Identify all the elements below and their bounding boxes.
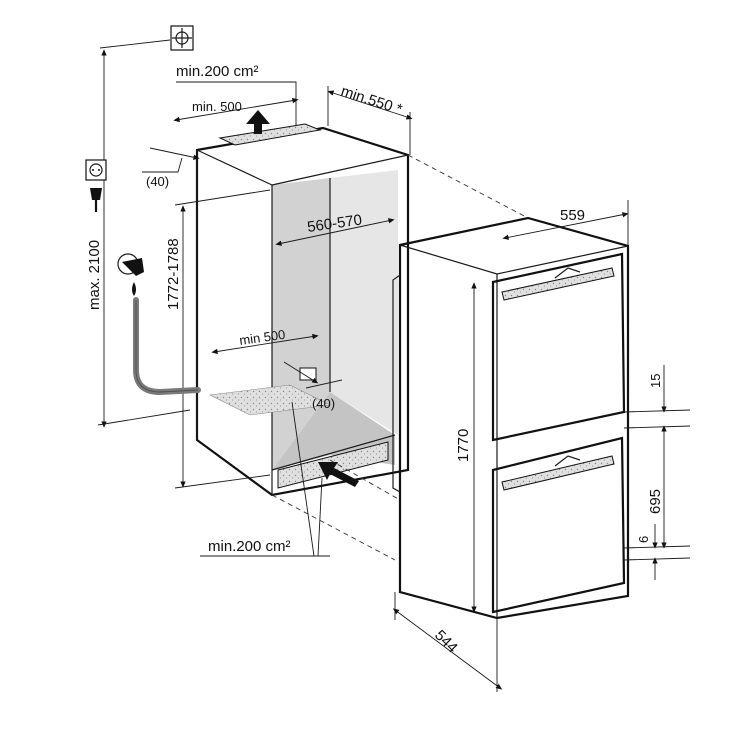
side-gap-bottom-label: (40) [312, 396, 335, 411]
bottom-gap-label: 6 [636, 536, 651, 543]
appliance-width-label: 559 [560, 207, 585, 224]
lower-door [491, 436, 626, 614]
side-gap-top-label: (40) [146, 174, 169, 189]
bottom-vent-area-label: min.200 cm² [208, 538, 291, 555]
niche-height-label: 1772-1788 [165, 238, 182, 310]
appliance [392, 216, 630, 620]
bottom-air-arrow [318, 462, 359, 487]
lower-door-height-label: 695 [647, 489, 664, 514]
water-tap-icon [117, 253, 144, 296]
max-height-label: max. 2100 [86, 240, 103, 310]
top-vent-depth-label: min. 500 [192, 99, 242, 114]
water-hose [133, 297, 201, 396]
earth-symbol-icon [170, 25, 194, 51]
top-vent-grille [218, 123, 322, 146]
door-gap-label: 15 [648, 374, 663, 388]
power-plug-icon [90, 188, 102, 212]
niche-cabinet [195, 123, 410, 497]
niche-inner-right [330, 170, 398, 435]
appliance-depth-label: 544 [431, 627, 461, 657]
floor-vent [208, 384, 332, 416]
lower-door-handle [501, 455, 615, 491]
upper-door-handle [501, 267, 615, 301]
power-socket-icon [85, 159, 107, 181]
appliance-height-label: 1770 [455, 429, 472, 462]
top-vent-area-label: min.200 cm² [176, 63, 259, 80]
